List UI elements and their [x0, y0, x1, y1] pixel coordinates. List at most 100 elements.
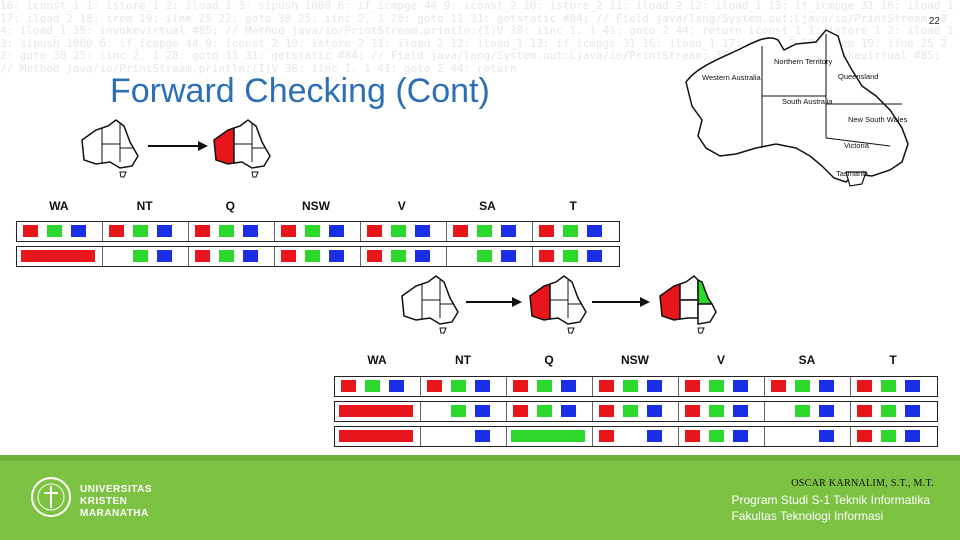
table2-col-sa: SA	[798, 353, 816, 367]
table2-cell-nt	[421, 377, 507, 396]
domain-value-R	[281, 225, 296, 237]
domain-value-B	[243, 225, 258, 237]
domain-value-G	[795, 380, 810, 392]
map-label-nsw: New South Wales	[848, 115, 908, 124]
domain-value-G	[305, 225, 320, 237]
assigned-color-R	[339, 405, 413, 417]
footer-bar	[0, 455, 960, 540]
domain-value-B	[819, 430, 834, 442]
domain-value-R	[427, 380, 442, 392]
table1-col-q: Q	[225, 199, 235, 213]
domain-value-R	[685, 405, 700, 417]
domain-value-G	[391, 225, 406, 237]
table1-cell-v	[361, 222, 447, 241]
domain-value-G	[709, 380, 724, 392]
table2-header: WA NT Q NSW V SA T	[334, 353, 938, 367]
table1-cell-sa	[447, 222, 533, 241]
table1-cell-t	[533, 247, 619, 266]
map-label-sa: South Australia	[782, 97, 833, 106]
map-label-v: Victoria	[844, 141, 870, 150]
domain-value-B	[561, 380, 576, 392]
map-label-wa: Western Australia	[702, 73, 761, 82]
domain-value-R	[857, 380, 872, 392]
domain-value-R	[599, 380, 614, 392]
domain-value-B	[329, 250, 344, 262]
domain-value-G	[47, 225, 62, 237]
table1-col-nt: NT	[136, 199, 153, 213]
domain-value-B	[243, 250, 258, 262]
background-code-texture: 16: iconst_1 1: istore_1 2: iload_1 3: s…	[0, 0, 960, 75]
domain-value-B	[647, 405, 662, 417]
table2-row-3	[334, 426, 938, 447]
mini-map-wa-red-q-green	[659, 275, 717, 334]
domain-value-R	[599, 430, 614, 442]
domain-value-G	[623, 380, 638, 392]
table2-cell-t	[851, 427, 937, 446]
program-info: Program Studi S-1 Teknik Informatika Fak…	[731, 492, 930, 524]
domain-value-G	[881, 405, 896, 417]
domain-value-B	[389, 380, 404, 392]
slide-number: 22	[928, 16, 940, 27]
mini-map-empty	[81, 119, 139, 178]
table2-cell-v	[679, 427, 765, 446]
mini-map-sequence-2	[401, 275, 717, 334]
mini-map-empty	[401, 275, 459, 334]
table1-cell-nsw	[275, 247, 361, 266]
table2-col-nt: NT	[455, 353, 471, 367]
domain-value-B	[905, 430, 920, 442]
table2-cell-nt	[421, 427, 507, 446]
table1-cell-nsw	[275, 222, 361, 241]
table2-cell-q	[507, 427, 593, 446]
table1-cell-wa	[17, 222, 103, 241]
domain-value-G	[133, 250, 148, 262]
domain-value-B	[561, 405, 576, 417]
domain-value-R	[599, 405, 614, 417]
domain-value-R	[367, 250, 382, 262]
table2-cell-nt	[421, 402, 507, 421]
table1-header: WA NT Q NSW V SA T	[16, 199, 616, 213]
domain-value-B	[905, 380, 920, 392]
university-name: UNIVERSITAS KRISTEN MARANATHA	[80, 484, 152, 520]
table1-cell-sa	[447, 247, 533, 266]
arrow-icon	[592, 297, 650, 307]
table1-cell-nt	[103, 222, 189, 241]
domain-value-R	[513, 380, 528, 392]
domain-value-R	[195, 250, 210, 262]
slide-title: Forward Checking (Cont)	[110, 72, 490, 110]
domain-value-B	[329, 225, 344, 237]
table1-cell-t	[533, 222, 619, 241]
domain-value-B	[587, 225, 602, 237]
domain-value-R	[685, 380, 700, 392]
table1-col-t: T	[569, 199, 577, 213]
domain-value-G	[709, 430, 724, 442]
domain-value-B	[905, 405, 920, 417]
domain-value-R	[685, 430, 700, 442]
table2-col-nsw: NSW	[621, 353, 649, 367]
table1-col-wa: WA	[49, 199, 69, 213]
domain-value-G	[881, 430, 896, 442]
table2-col-v: V	[716, 353, 725, 367]
table2-cell-nsw	[593, 377, 679, 396]
domain-value-G	[365, 380, 380, 392]
author-name: OSCAR KARNALIM, S.T., M.T.	[791, 478, 934, 489]
mini-map-sequence-1	[81, 119, 271, 178]
domain-value-R	[857, 430, 872, 442]
domain-value-B	[475, 430, 490, 442]
table2-cell-sa	[765, 427, 851, 446]
domain-value-B	[501, 225, 516, 237]
australia-map: Western Australia Northern Territory Que…	[685, 29, 909, 187]
table2-col-t: T	[889, 353, 897, 367]
domain-value-G	[477, 250, 492, 262]
domain-value-B	[647, 430, 662, 442]
domain-value-G	[709, 405, 724, 417]
domain-value-G	[219, 250, 234, 262]
domain-value-B	[71, 225, 86, 237]
table2-cell-v	[679, 377, 765, 396]
domain-value-R	[771, 380, 786, 392]
map-label-t: Tasmania	[836, 169, 869, 178]
domain-value-B	[415, 250, 430, 262]
domain-value-R	[195, 225, 210, 237]
domain-value-G	[563, 225, 578, 237]
mini-map-wa-red	[213, 119, 271, 178]
table1-cell-q	[189, 222, 275, 241]
